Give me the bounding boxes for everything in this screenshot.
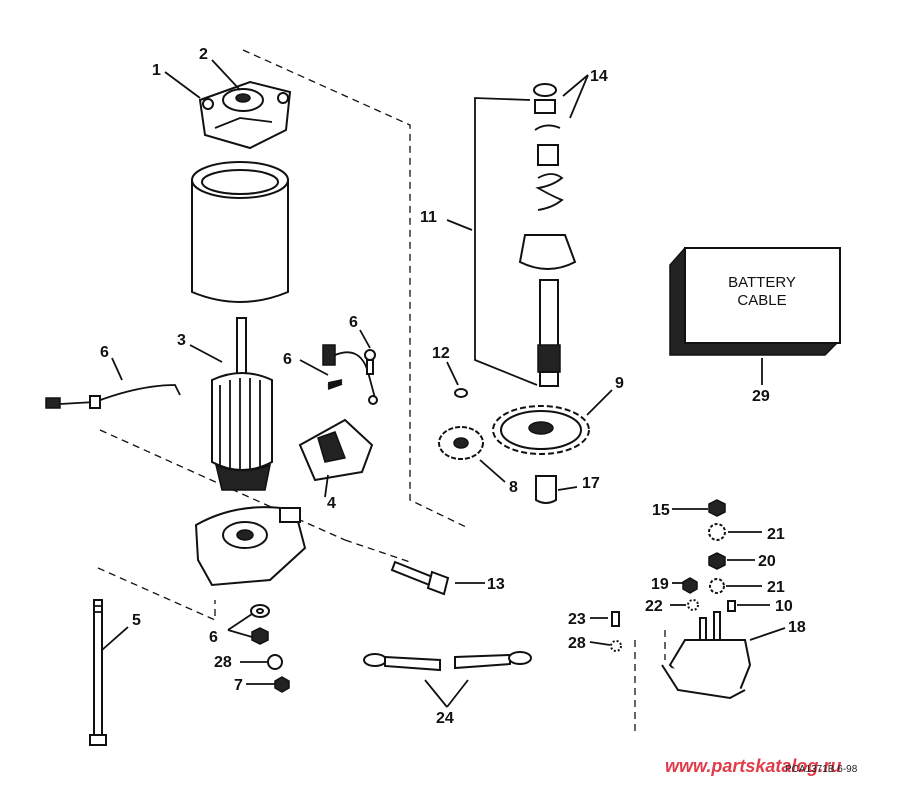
callout-14: 14 [590,68,608,85]
through-bolt-long [89,599,107,746]
callout-11: 11 [420,209,437,226]
drive-assembly [518,83,577,387]
callout-17: 17 [582,475,600,492]
jumper-cables [363,651,532,672]
callout-7: 7 [234,677,243,694]
callout-22: 22 [645,598,663,615]
brush-spring-set [322,344,378,405]
solenoid-hardware [610,499,736,652]
watermark: www.partskatalog.ru [665,756,841,776]
callout-13: 13 [487,576,505,593]
brush-lead-left [45,384,181,409]
callout-9: 9 [615,375,624,392]
starter-solenoid [661,611,752,700]
callout-1: 1 [152,62,161,79]
bracket-11 [474,97,538,386]
callout-5: 5 [132,612,141,629]
drive-end-cap [198,80,292,150]
callout-24: 24 [436,710,454,727]
leader-lines [101,59,786,708]
callout-29: 29 [752,388,770,405]
battery-box-line1: BATTERY [728,274,796,291]
dashed-assembly-lines [97,49,666,735]
bushing-17 [535,475,557,504]
callout-21-a: 21 [767,526,785,543]
callout-20: 20 [758,553,776,570]
callout-12: 12 [432,345,450,362]
drawing-code: PCA1371B 6-98 [785,764,858,775]
callout-21-b: 21 [767,579,785,596]
callout-28-a: 28 [214,654,232,671]
small-gear [438,426,484,460]
callout-6-a: 6 [349,314,358,331]
battery-cable-box: BATTERY CABLE [669,247,841,356]
small-hardware-left [250,604,290,693]
callout-numbers: 1 2 3 6 6 6 4 5 6 28 7 13 14 11 12 9 8 1… [100,46,806,727]
callout-2: 2 [199,46,208,63]
brush-plate [298,418,374,482]
motor-frame [191,161,289,303]
battery-box-line2: CABLE [737,292,786,309]
callout-6-b: 6 [283,351,292,368]
washer-12 [454,388,468,398]
callout-3: 3 [177,332,186,349]
through-bolt-short [390,560,450,596]
callout-8: 8 [509,479,518,496]
callout-15: 15 [652,502,670,519]
callout-6-d: 6 [209,629,218,646]
callout-18: 18 [788,619,806,636]
callout-4: 4 [327,495,336,512]
armature [211,317,273,491]
callout-23: 23 [568,611,586,628]
commutator-end-housing [194,506,307,587]
callout-28-b: 28 [568,635,586,652]
callout-6-c: 6 [100,344,109,361]
callout-10: 10 [775,598,793,615]
large-gear [492,405,590,455]
callout-19: 19 [651,576,669,593]
